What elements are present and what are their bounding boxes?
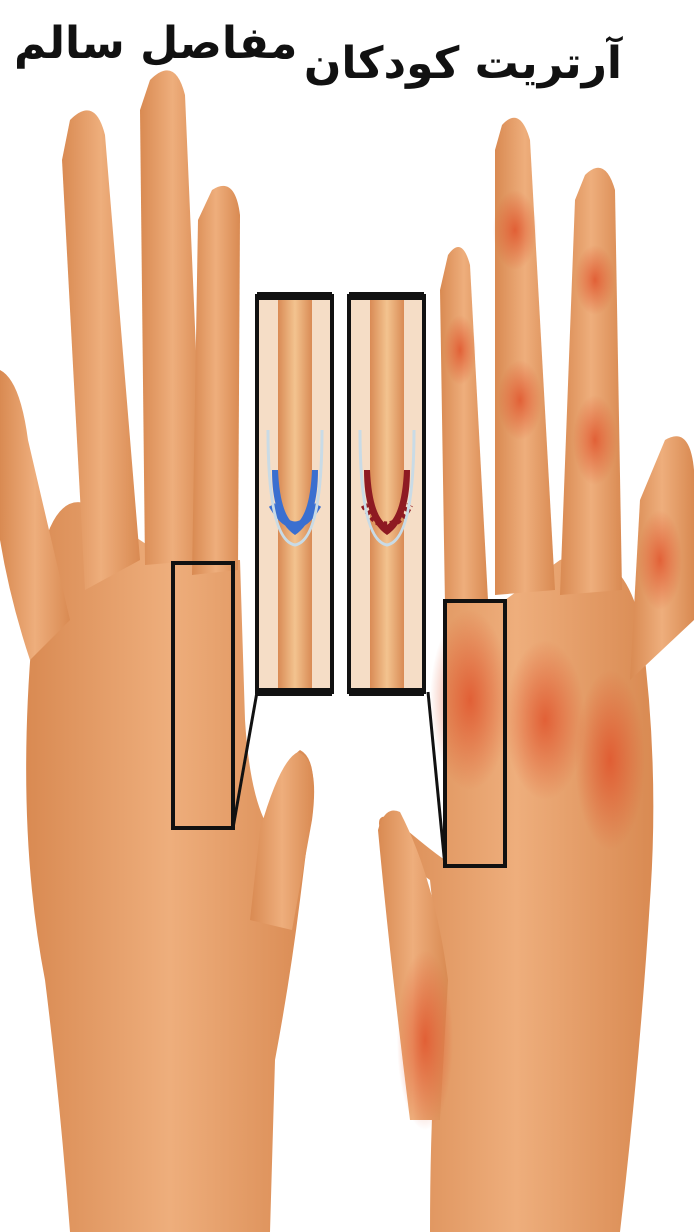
inflamed-joint-icon xyxy=(349,296,424,692)
juvenile-arthritis-label: آرتریت کودکان xyxy=(304,38,622,91)
healthy-joints-label: مفاصل سالم xyxy=(14,18,297,71)
healthy-joint-icon xyxy=(257,296,332,692)
